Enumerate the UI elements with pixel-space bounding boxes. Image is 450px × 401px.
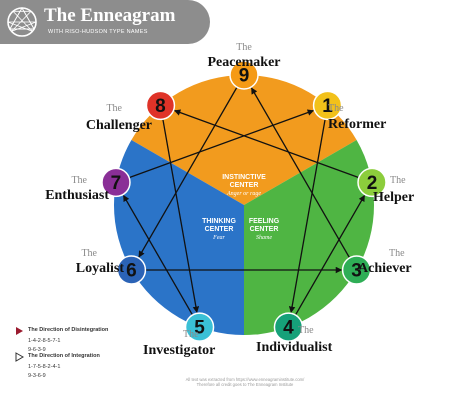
instinctive-center-label-2: CENTER [230, 182, 259, 189]
type-node-8 [145, 90, 176, 121]
type-article-3: The [389, 248, 405, 259]
type-node-2 [357, 167, 387, 198]
arrow-3-to-9 [250, 87, 351, 259]
arrow-1-to-4 [288, 119, 326, 314]
arrow-8-to-5 [162, 119, 200, 314]
arrow-7-to-1 [128, 109, 315, 179]
arrow-2-to-8 [173, 109, 360, 179]
type-article-9: The [236, 42, 252, 53]
type-node-1 [312, 90, 343, 121]
legend-integration: The Direction of Integration 1-7-5-8-2-4… [28, 353, 100, 379]
thinking-center-emotion: Fear [212, 235, 225, 241]
legend-disintegration-seq2: 9-6-3-9 [28, 347, 46, 353]
arrow-5-to-7 [122, 194, 194, 316]
enneagram-logo-icon [7, 6, 37, 37]
title-banner: The Enneagram WITH RISO-HUDSON TYPE NAME… [0, 0, 210, 44]
type-name-2: Helper [373, 190, 414, 205]
page-subtitle: WITH RISO-HUDSON TYPE NAMES [48, 29, 148, 35]
type-number-2: 2 [367, 173, 378, 194]
integration-arrow-icon [15, 352, 25, 362]
page-title: The Enneagram [44, 5, 176, 26]
legend-disintegration: The Direction of Disintegration 1-4-2-8-… [28, 327, 108, 353]
type-article-5: The [183, 329, 199, 340]
credit-line-1: All text was extracted from https://www.… [185, 377, 305, 382]
direction-arrows [122, 86, 366, 316]
type-name-6: Loyalist [76, 261, 125, 276]
feeling-center-label: FEELING [249, 218, 280, 225]
feeling-center-emotion: Shame [256, 235, 272, 241]
type-name-5: Investigator [143, 343, 215, 358]
legend-disintegration-seq1: 1-4-2-8-5-7-1 [28, 338, 61, 344]
legend-integration-seq1: 1-7-5-8-2-4-1 [28, 364, 61, 370]
legend-disintegration-title: The Direction of Disintegration [28, 327, 109, 333]
type-article-7: The [71, 175, 87, 186]
type-node-5 [184, 312, 215, 342]
credit-text: All text was extracted from https://www.… [160, 377, 330, 387]
type-node-9 [229, 60, 259, 90]
type-article-8: The [106, 103, 122, 114]
instinctive-center-label: INSTINCTIVE [222, 174, 266, 181]
arrow-9-to-6 [138, 86, 238, 258]
type-number-5: 5 [194, 318, 205, 339]
type-node-4 [273, 312, 304, 342]
type-node-7 [101, 167, 131, 198]
type-name-8: Challenger [86, 118, 152, 133]
type-article-6: The [81, 248, 97, 259]
type-name-9: Peacemaker [207, 55, 280, 70]
feeling-center-label-2: CENTER [250, 226, 279, 233]
type-labels: TheReformerTheHelperTheAchieverTheIndivi… [45, 42, 414, 358]
thinking-center-label-2: CENTER [205, 226, 234, 233]
type-number-3: 3 [351, 261, 362, 282]
legend-integration-seq2: 9-3-6-9 [28, 373, 46, 379]
type-node-6 [116, 255, 147, 285]
type-article-2: The [390, 175, 406, 186]
type-name-4: Individualist [256, 340, 333, 355]
type-number-1: 1 [322, 96, 333, 117]
disintegration-arrow-icon [16, 327, 23, 335]
type-name-7: Enthusiast [45, 188, 109, 203]
type-name-3: Achiever [358, 261, 412, 276]
type-node-3 [341, 255, 372, 285]
type-number-6: 6 [126, 261, 137, 282]
type-number-7: 7 [111, 173, 122, 194]
type-article-1: The [328, 103, 344, 114]
type-nodes: 1 2 3 4 5 6 7 8 9 [101, 60, 387, 342]
instinctive-center-emotion: Anger or rage [226, 191, 261, 197]
type-name-1: Reformer [328, 117, 386, 132]
credit-line-2: Therefore all credit goes to The Enneagr… [196, 382, 294, 387]
type-number-9: 9 [239, 66, 250, 87]
thinking-center-label: THINKING [202, 218, 236, 225]
thinking-center-sector [113, 140, 245, 335]
type-article-4: The [298, 325, 314, 336]
type-number-8: 8 [155, 96, 166, 117]
type-number-4: 4 [283, 318, 294, 339]
feeling-center-sector [244, 140, 375, 335]
legend-integration-title: The Direction of Integration [28, 353, 100, 359]
arrow-4-to-2 [294, 194, 366, 316]
